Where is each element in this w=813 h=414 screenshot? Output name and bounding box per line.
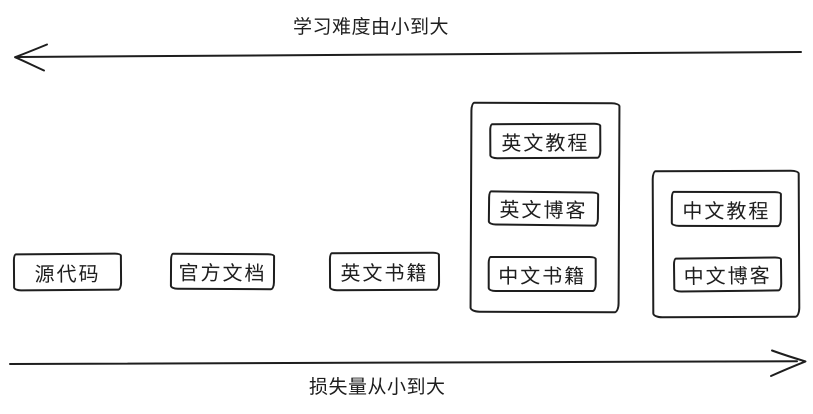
top-axis-label: 学习难度由小到大	[293, 17, 450, 38]
node-english-tutorials-label: 英文教程	[501, 132, 590, 155]
left-arrow-icon	[14, 43, 802, 72]
node-source-code: 源代码	[12, 252, 123, 292]
node-source-code-label: 源代码	[34, 263, 101, 286]
node-chinese-books: 中文书籍	[487, 255, 597, 293]
node-chinese-tutorials: 中文教程	[670, 190, 782, 228]
node-chinese-blogs-label: 中文博客	[683, 265, 772, 289]
bottom-axis-label: 损失量从小到大	[309, 377, 446, 398]
group-english-resources: 英文教程 英文博客 中文书籍	[469, 101, 621, 314]
node-official-docs: 官方文档	[169, 252, 276, 291]
node-official-docs-label: 官方文档	[178, 262, 267, 286]
node-english-blogs: 英文博客	[487, 190, 600, 227]
node-chinese-books-label: 中文书籍	[498, 265, 587, 288]
node-english-books: 英文书籍	[328, 251, 441, 292]
node-chinese-blogs: 中文博客	[672, 256, 783, 293]
node-english-books-label: 英文书籍	[340, 262, 429, 286]
node-english-tutorials: 英文教程	[489, 122, 602, 160]
node-chinese-tutorials-label: 中文教程	[682, 200, 771, 223]
group-chinese-resources: 中文教程 中文博客	[651, 169, 801, 319]
node-english-blogs-label: 英文博客	[499, 199, 588, 223]
